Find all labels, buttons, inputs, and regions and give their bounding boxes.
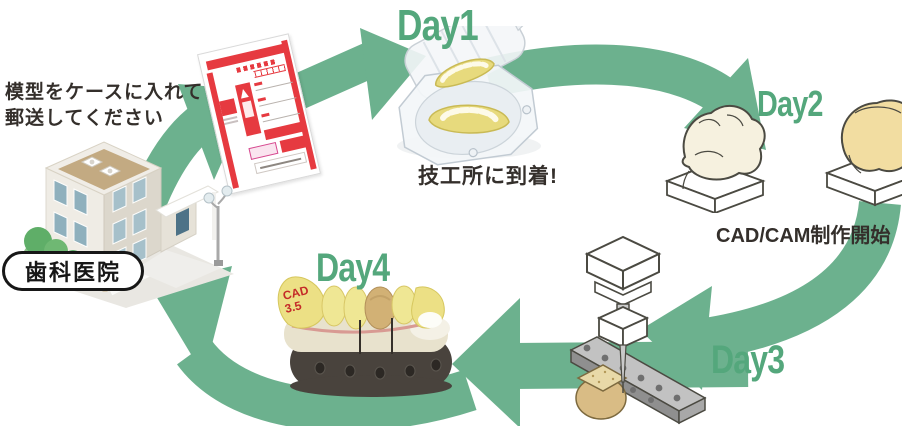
day1-label: Day1 bbox=[397, 1, 479, 50]
arrowhead-icon bbox=[640, 286, 712, 390]
crown-restoration bbox=[364, 286, 396, 330]
model-marking-line-2: 3.5 bbox=[283, 298, 303, 316]
arrowhead-icon bbox=[452, 298, 520, 426]
arrow-day1-to-day2 bbox=[483, 44, 743, 118]
clinic-label-text: 歯科医院 bbox=[24, 260, 121, 285]
day2-label: Day2 bbox=[757, 83, 823, 124]
letterpack-logo-icon bbox=[219, 98, 238, 117]
mailing-instruction-note: 模型をケースに入れて 郵送してください bbox=[5, 80, 203, 132]
cadcam-design-illustration bbox=[664, 99, 902, 213]
day2-caption: CAD/CAM制作開始 bbox=[716, 225, 891, 247]
model-marking-line-1: CAD bbox=[281, 283, 310, 303]
arrow-day4-to-clinic bbox=[177, 338, 477, 426]
clinic-label-badge: 歯科医院 bbox=[2, 251, 144, 291]
day4-label: Day4 bbox=[316, 246, 390, 290]
up-arrow-icon bbox=[239, 88, 249, 99]
finished-model-photo: CAD 3.5 bbox=[277, 276, 452, 397]
scan-tooth-illustration bbox=[664, 104, 766, 213]
day1-caption: 技工所に到着! bbox=[418, 165, 558, 188]
arrow-day2-to-day3 bbox=[696, 200, 901, 361]
model-case-illustration bbox=[397, 26, 541, 166]
day3-label: Day3 bbox=[711, 338, 785, 382]
white-step-arrow-icon bbox=[765, 141, 813, 191]
milling-machine-illustration bbox=[569, 235, 707, 425]
design-tooth-illustration bbox=[824, 99, 902, 207]
note-line-1: 模型をケースに入れて bbox=[5, 82, 204, 103]
note-line-2: 郵送してください bbox=[5, 108, 164, 130]
